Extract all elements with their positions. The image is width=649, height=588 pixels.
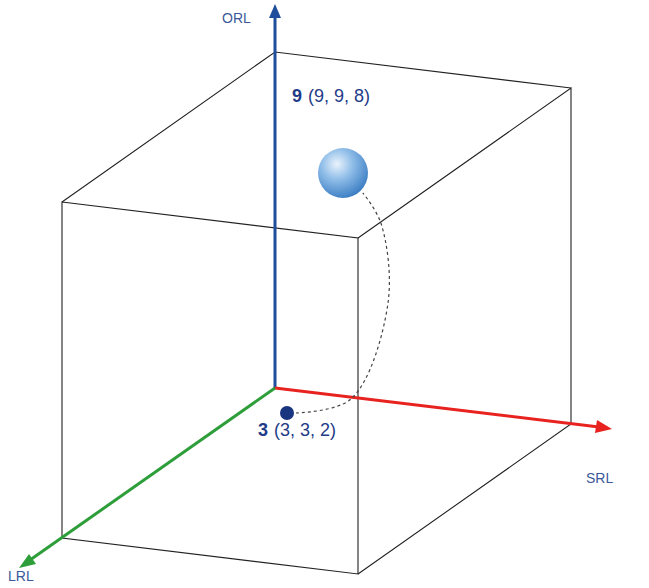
point-number: 9 [292,86,302,107]
arrow-head [595,420,612,433]
arrow-head [269,4,281,18]
cube-edges [62,52,571,574]
point-label: 9 (9, 9, 8) [292,86,370,107]
cube-top-face [62,52,571,202]
marker-shape [280,406,294,420]
point-coordinates: (9, 9, 8) [308,86,370,107]
orl-axis [274,16,277,388]
cube-right-face [358,88,571,574]
axes [19,4,612,568]
axis-label-orl: ORL [222,10,251,26]
axis-label-srl: SRL [586,470,613,486]
axis-label-lrl: LRL [8,568,34,584]
point-coordinates: (3, 3, 2) [274,420,336,441]
dot-marker: 3(3, 3, 2) [280,406,294,420]
point-label: 3 (3, 3, 2) [258,420,336,441]
cube-front-face [62,202,358,574]
arrow-head [19,554,36,568]
dashed-connector [296,193,389,413]
sphere-marker: 9(9, 9, 8) [318,148,368,198]
point-number: 3 [258,420,268,441]
sphere-circle [318,148,368,198]
marker-shape [318,148,368,198]
lrl-axis [30,388,275,560]
dot-circle [280,406,294,420]
